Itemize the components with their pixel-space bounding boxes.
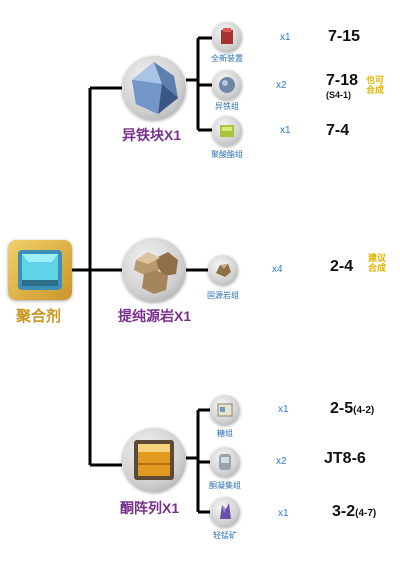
sugar-group-icon (210, 395, 240, 425)
manganese-ore-art (220, 503, 231, 519)
iron-group-art (219, 77, 235, 93)
material-stage-1: 7-15 (328, 28, 361, 45)
material-label-6: 酮凝集组 (209, 481, 241, 490)
material-stage-5-main: 2-5 (330, 400, 354, 417)
new-device-art (221, 28, 233, 44)
purified-rock-art (134, 252, 178, 294)
intermediate-label-3: 酮阵列X1 (120, 500, 180, 516)
material-stage-6: JT8-6 (324, 450, 366, 467)
material-stage-2-sub: (S4-1) (326, 90, 352, 100)
material-stage-5-alt: (4-2) (353, 405, 375, 416)
polyester-group-icon (212, 116, 242, 146)
material-qty-1: x1 (280, 32, 291, 43)
intermediate-label-1: 异铁块X1 (122, 127, 182, 143)
material-label-2: 异铁组 (215, 102, 239, 111)
ketone-aggregate-group-art (219, 454, 231, 470)
material-qty-2: x2 (276, 80, 287, 91)
polymerization-agent-icon (8, 240, 72, 300)
material-qty-6: x2 (276, 456, 287, 467)
material-label-7: 轻锰矿 (213, 531, 237, 540)
material-qty-5: x1 (278, 404, 289, 415)
polyester-group-art (220, 125, 234, 137)
material-stage-7-main: 3-2 (332, 503, 356, 520)
root-label: 聚合剂 (16, 308, 62, 325)
material-stage-7-alt: (4-7) (355, 508, 377, 519)
intermediate-label-2: 提纯源岩X1 (118, 308, 192, 324)
material-label-1: 全新装置 (211, 54, 243, 63)
purified-rock-icon (122, 238, 186, 302)
ketone-aggregate-group-icon (210, 447, 240, 477)
iron-block-art (132, 62, 178, 114)
material-stage-5: 2-5(4-2) (330, 400, 374, 418)
solid-rock-group-art (216, 264, 231, 277)
material-qty-4: x4 (272, 264, 283, 275)
ketone-array-icon (122, 428, 186, 492)
material-stage-2: 7-18 (326, 72, 359, 89)
material-label-3: 聚酸酯组 (211, 150, 243, 159)
material-label-4: 固源岩组 (207, 291, 239, 300)
material-stage-7: 3-2(4-7) (332, 503, 376, 521)
iron-block-icon (122, 56, 186, 120)
manganese-ore-icon (210, 497, 240, 527)
ketone-array-art (134, 440, 174, 480)
new-device-icon (212, 22, 242, 52)
solid-rock-group-icon (208, 255, 238, 285)
polymerization-agent-art (18, 250, 62, 290)
material-qty-7: x1 (278, 508, 289, 519)
material-stage-3: 7-4 (326, 122, 350, 139)
iron-group-icon (212, 70, 242, 100)
material-note-4: 建议合成 (368, 254, 387, 274)
material-note-2: 也可合成 (366, 76, 385, 96)
material-qty-3: x1 (280, 125, 291, 136)
sugar-group-art (217, 403, 233, 417)
material-label-5: 糖组 (217, 429, 233, 438)
material-stage-4: 2-4 (330, 258, 354, 275)
